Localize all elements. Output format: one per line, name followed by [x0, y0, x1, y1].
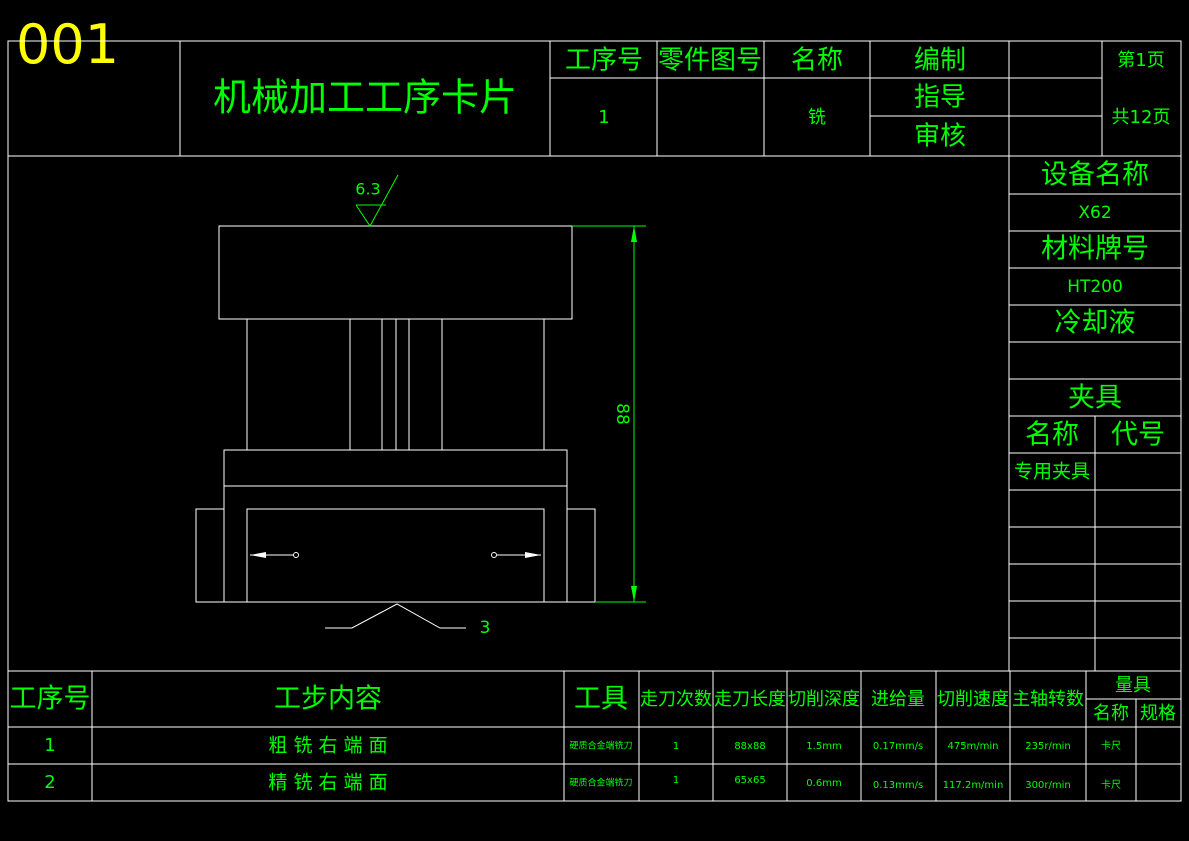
steps-header-length: 走刀长度: [714, 689, 786, 710]
table-row: 2 精 铣 右 端 面 硬质合金端铣刀 1 65x65 0.6mm 0.13mm…: [44, 772, 1121, 794]
header-value-name: 铣: [808, 107, 826, 128]
header-label-part-drawing-no: 零件图号: [658, 46, 762, 76]
fixture-code-label: 代号: [1111, 420, 1165, 451]
role-reviewed: 审核: [914, 122, 966, 152]
material-label: 材料牌号: [1041, 234, 1149, 265]
step-feed: 0.13mm/s: [873, 780, 923, 791]
header-label-process-no: 工序号: [565, 46, 643, 76]
header-grid: [8, 41, 1181, 157]
steps-header-depth: 切削深度: [788, 689, 860, 710]
equipment-label: 设备名称: [1041, 160, 1149, 191]
role-compiled: 编制: [914, 46, 966, 76]
right-panel-grid: [1008, 156, 1181, 671]
steps-table-grid: [8, 670, 1181, 801]
sheet-border: [7, 40, 1182, 802]
step-feed: 0.17mm/s: [873, 741, 923, 752]
step-length: 88x88: [734, 741, 765, 752]
step-rpm: 235r/min: [1025, 741, 1070, 752]
step-no: 1: [44, 735, 55, 756]
step-gauge-name: 卡尺: [1101, 739, 1121, 752]
step-content: 精 铣 右 端 面: [268, 772, 387, 794]
steps-header-tool: 工具: [574, 684, 628, 715]
steps-header-rpm: 主轴转数: [1012, 689, 1084, 710]
steps-header-passes: 走刀次数: [640, 689, 712, 710]
step-depth: 1.5mm: [806, 741, 841, 752]
fixture-name-value: 专用夹具: [1014, 461, 1090, 483]
step-tool: 硬质合金端铣刀: [569, 777, 632, 789]
coolant-label: 冷却液: [1055, 308, 1136, 339]
roughness-symbol-icon: [355, 174, 399, 227]
step-depth: 0.6mm: [806, 778, 841, 789]
equipment-value: X62: [1078, 203, 1111, 223]
step-gauge-name: 卡尺: [1101, 778, 1121, 791]
steps-header-no: 工序号: [10, 684, 91, 715]
step-passes: 1: [673, 775, 679, 786]
page-total: 共12页: [1112, 107, 1171, 128]
header-label-name: 名称: [791, 46, 843, 76]
step-no: 2: [44, 772, 55, 793]
step-speed: 117.2m/min: [943, 780, 1004, 791]
page-current: 第1页: [1117, 50, 1164, 71]
steps-header-content: 工步内容: [274, 684, 382, 715]
fixture-label: 夹具: [1068, 383, 1122, 414]
role-guided: 指导: [914, 83, 966, 113]
part-drawing: [195, 225, 596, 629]
steps-header-gauge-name: 名称: [1093, 703, 1129, 724]
step-passes: 1: [673, 741, 679, 752]
dimension-value: 88: [612, 403, 632, 425]
card-title: 机械加工工序卡片: [213, 76, 517, 120]
steps-header-speed: 切削速度: [937, 689, 1009, 710]
step-length: 65x65: [734, 775, 765, 786]
steps-header-feed: 进给量: [871, 689, 925, 710]
step-speed: 475m/min: [947, 741, 998, 752]
table-row: 1 粗 铣 右 端 面 硬质合金端铣刀 1 88x88 1.5mm 0.17mm…: [44, 735, 1121, 757]
sheet-number: 001: [16, 13, 119, 76]
header-value-process-no: 1: [598, 107, 609, 128]
material-value: HT200: [1067, 277, 1123, 297]
step-tool: 硬质合金端铣刀: [569, 740, 632, 752]
roughness-value: 6.3: [355, 180, 380, 199]
step-rpm: 300r/min: [1025, 780, 1070, 791]
steps-header-gauge: 量具: [1115, 675, 1151, 696]
step-content: 粗 铣 右 端 面: [268, 735, 387, 757]
dimension-line: [572, 225, 646, 603]
fixture-name-label: 名称: [1025, 420, 1079, 451]
callout-label: 3: [480, 618, 491, 638]
steps-header-gauge-spec: 规格: [1140, 703, 1176, 724]
